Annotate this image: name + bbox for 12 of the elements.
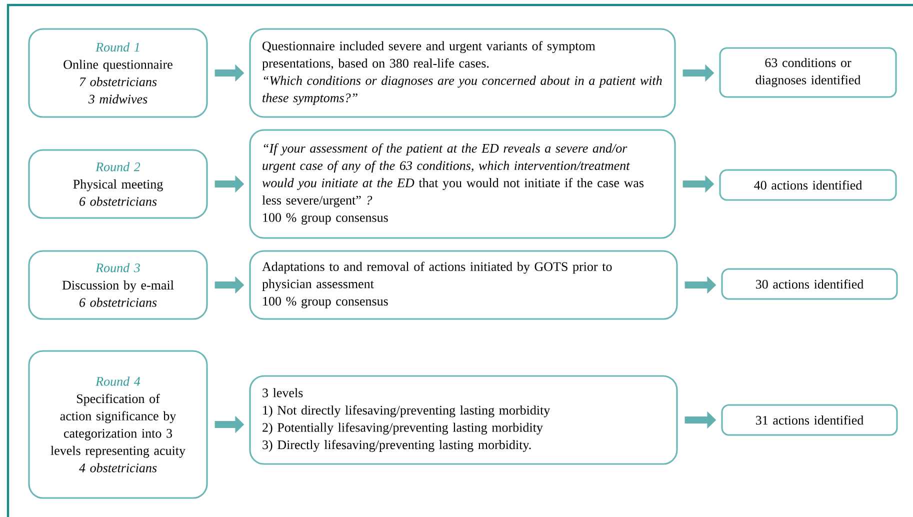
round-box: Round 3 Discussion by e-mail 6 obstetricians [28, 250, 208, 320]
round-box: Round 2 Physical meeting 6 obstetricians [28, 149, 208, 219]
round-box: Round 1 Online questionnaire 7 obstetricians 3 midwives [28, 28, 208, 118]
result-box: 30 actions identified [721, 268, 898, 300]
description-box: Questionnaire included severe and urgent variants of symptom presentations, based on 380 real-life cases. “Which conditions or diagnoses are you concerned about in a patient with these symptoms?” [249, 28, 676, 118]
result-box: 31 actions identified [721, 404, 898, 436]
round-box: Round 4 Specification of action significance by categorization into 3 levels representing acuity 4 obstetricians [28, 350, 208, 499]
description-box: Adaptations to and removal of actions initiated by GOTS prior to physician assessment 100 % group consensus [249, 250, 678, 320]
result-box: 40 actions identified [719, 169, 897, 201]
description-box: 3 levels 1) Not directly lifesaving/preventing lasting morbidity 2) Potentially lifesaving/preventing lasting morbidity 3) Directly lifesaving/preventing lasting morbidity. [249, 375, 678, 465]
result-box: 63 conditions or diagnoses identified [719, 47, 897, 98]
description-box: “If your assessment of the patient at the ED reveals a severe and/or urgent case of any of the 63 conditions, which intervention/treatment would you initiate at the ED that you would not initiate if the case was less severe/urgent” ? 100 % group consensus [249, 129, 676, 239]
